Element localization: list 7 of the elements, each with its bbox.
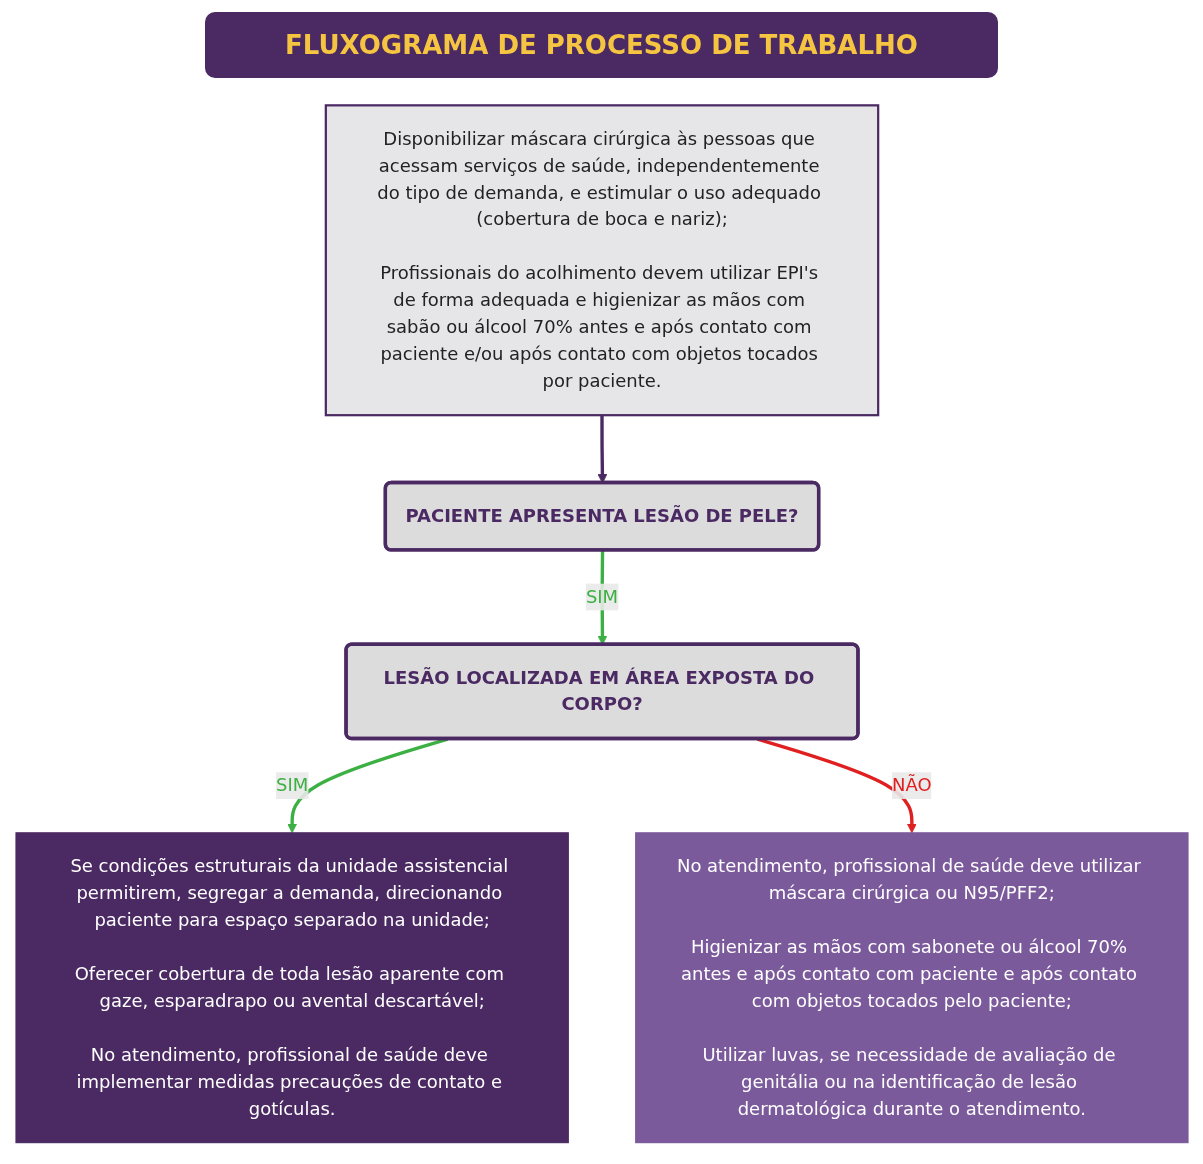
edge-label: NÃO — [891, 774, 932, 796]
title-banner: FLUXOGRAMA DE PROCESSO DE TRABALHO — [205, 12, 998, 78]
node-box: Disponibilizar máscara cirúrgica às pessoas que acessam serviços de saúde, independentemente do tipo de demanda, e estimular o uso adequado (cobertura de boca e nariz); Profissionais do acolhimento devem utilizar EPI's de forma adequada e higienizar as mãos com sabão ou álcool 70% antes e após contato com paciente e/ou após contato com objetos tocados por paciente. — [324, 104, 879, 417]
edge-label: SIM — [585, 585, 618, 608]
edge-label: SIM — [275, 774, 308, 796]
node-box: Se condições estruturais da unidade assistencial permitirem, segregar a demanda, direcionando paciente para espaço separado na unidade; Oferecer cobertura de toda lesão aparente com gaze, esparadrapo ou avental descartável; No atendimento, profissional de saúde deve implementar medidas precauções de contato e gotículas. — [14, 832, 569, 1144]
node-box: No atendimento, profissional de saúde deve utilizar máscara cirúrgica ou N95/PFF2; Higienizar as mãos com sabonete ou álcool 70% antes e após contato com paciente e após contato com objetos tocados pelo paciente; Utilizar luvas, se necessidade de avaliação de genitália ou na identificação de lesão dermatológica durante o atendimento. — [634, 832, 1189, 1144]
